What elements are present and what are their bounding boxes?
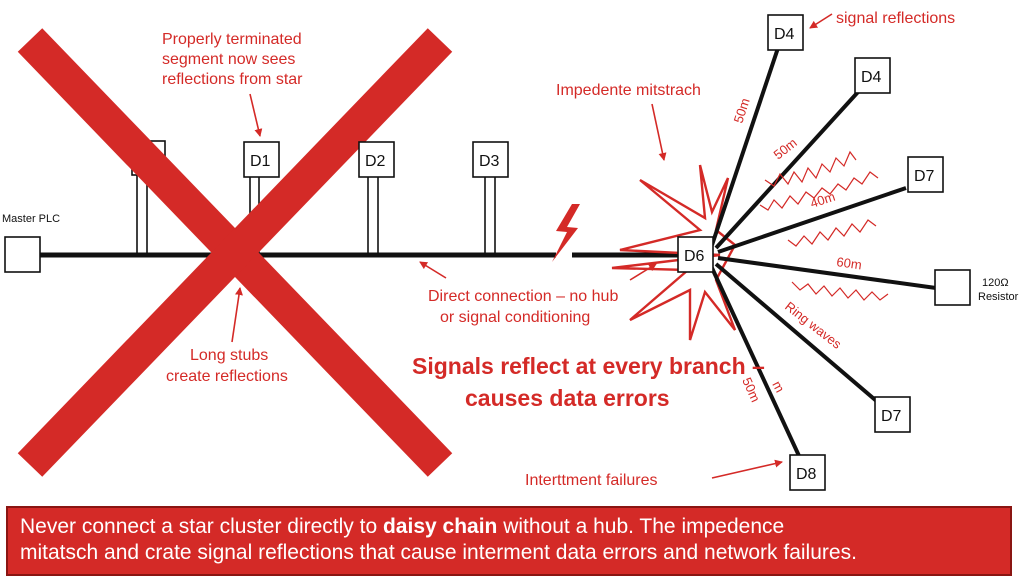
banner-part-2: daisy chain: [382, 515, 498, 538]
length-resistor: 60m: [836, 254, 863, 272]
annotation-signal-reflections: signal reflections: [809, 10, 955, 29]
resistor-value: 120Ω: [982, 277, 1009, 289]
node-d4-second-label: D4: [861, 69, 882, 86]
node-d3: D3: [472, 141, 509, 178]
node-d7-upper-label: D7: [914, 168, 935, 185]
node-d7-upper: D7: [907, 156, 944, 193]
node-d4-top-label: D4: [774, 26, 795, 43]
banner-part-3: without a hub. The impedence: [497, 515, 785, 538]
ring-waves-label: Ring waves: [782, 299, 845, 352]
headline-line-2: causes data errors: [465, 385, 670, 411]
node-d7-lower: D7: [874, 396, 911, 433]
banner-part-1: Never connect a star cluster directly to: [20, 515, 383, 538]
big-red-x: [17, 28, 453, 477]
intermittent-label: Interttment failures: [525, 472, 658, 489]
node-d7-lower-label: D7: [881, 408, 902, 425]
node-d6-hub: D6: [677, 236, 714, 273]
terminated-line-1: Properly terminated: [162, 31, 302, 48]
long-stubs-line-2: create reflections: [166, 368, 288, 385]
length-d7-lower-fragment: m: [769, 378, 787, 395]
impedance-label: Impedente mitstrach: [556, 82, 701, 99]
signal-reflections-label: signal reflections: [836, 10, 955, 27]
termination-resistor: 120Ω Resistor: [934, 269, 1019, 306]
annotation-impedance: Impedente mitstrach: [556, 82, 701, 161]
stub-d2: [367, 177, 379, 255]
stub-d3: [484, 177, 496, 255]
headline-warning: Signals reflect at every branch – causes…: [412, 353, 765, 411]
master-plc-label: Master PLC: [2, 213, 60, 225]
warning-banner: Never connect a star cluster directly to…: [6, 506, 1012, 576]
annotation-intermittent: Interttment failures: [525, 459, 783, 489]
long-stubs-line-1: Long stubs: [190, 347, 268, 364]
node-d8: D8: [789, 454, 826, 491]
node-d2-label: D2: [365, 153, 386, 170]
node-d3-label: D3: [479, 153, 500, 170]
master-plc-node: Master PLC: [2, 213, 60, 273]
reflection-waves: [759, 150, 889, 301]
node-d4-top: D4: [767, 14, 804, 51]
annotation-direct-connection: Direct connection – no hub or signal con…: [419, 261, 657, 326]
resistor-label: Resistor: [978, 291, 1019, 303]
banner-line-2: mitatsch and crate signal reflections th…: [20, 541, 857, 564]
direct-line-1: Direct connection – no hub: [428, 288, 618, 305]
annotation-ring-waves: Ring waves: [782, 299, 845, 352]
terminated-line-3: reflections from star: [162, 71, 303, 88]
direct-line-2: or signal conditioning: [440, 309, 590, 326]
lightning-bolt-icon: [552, 204, 580, 262]
length-d7-upper: 40m: [808, 189, 837, 211]
annotation-long-stubs: Long stubs create reflections: [166, 287, 288, 385]
node-d1: D1: [243, 141, 280, 178]
node-d6-label: D6: [684, 248, 705, 265]
annotation-properly-terminated: Properly terminated segment now sees ref…: [162, 31, 303, 137]
network-diagram: Master PLC D1 D2 D3 D4 D4: [2, 10, 1019, 491]
terminated-line-2: segment now sees: [162, 51, 295, 68]
length-d4-top: 50m: [731, 96, 753, 125]
banner-line-1: Never connect a star cluster directly to…: [20, 514, 998, 540]
length-d8: 50m: [739, 375, 763, 404]
headline-line-1: Signals reflect at every branch –: [412, 353, 765, 379]
node-d4-second: D4: [854, 57, 891, 94]
node-d8-label: D8: [796, 466, 817, 483]
node-d1-label: D1: [250, 153, 271, 170]
star-branches: [710, 47, 937, 459]
node-d2: D2: [358, 141, 395, 178]
